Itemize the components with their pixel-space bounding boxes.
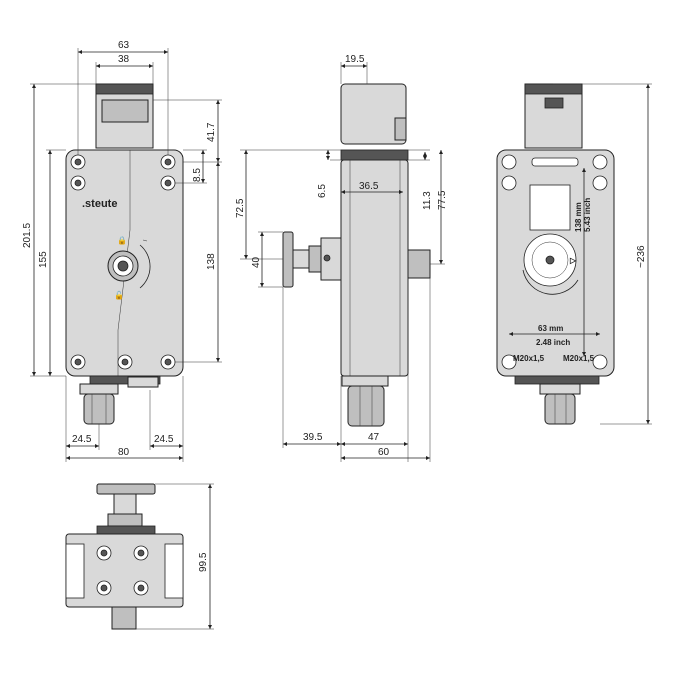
screw-icon	[70, 154, 176, 370]
svg-text:38: 38	[118, 54, 130, 65]
svg-text:80: 80	[118, 447, 130, 458]
bottom-view: 99.5	[65, 483, 214, 630]
svg-text:63 mm: 63 mm	[538, 324, 563, 333]
svg-text:8.5: 8.5	[192, 168, 203, 182]
side-head	[340, 83, 407, 145]
svg-text:5.43 inch: 5.43 inch	[583, 198, 592, 232]
handle-icon	[282, 231, 342, 288]
svg-text:138: 138	[206, 253, 217, 270]
svg-text:77.5: 77.5	[437, 190, 448, 210]
svg-text:M20x1,5: M20x1,5	[513, 354, 545, 363]
back-head	[524, 83, 583, 149]
svg-text:72.5: 72.5	[235, 198, 246, 218]
svg-text:M20x1,5: M20x1,5	[563, 354, 595, 363]
back-view: ▷ 138 mm 5.43 inch 63 mm 2.48 inch M20x1…	[496, 83, 652, 425]
svg-text:~236: ~236	[636, 245, 647, 268]
svg-text:19.5: 19.5	[345, 54, 365, 65]
screw-icon	[96, 545, 149, 596]
rotary-cam-icon: ▷	[522, 233, 579, 295]
svg-text:155: 155	[38, 251, 49, 268]
svg-text:11.3: 11.3	[422, 191, 433, 210]
svg-text:2.48 inch: 2.48 inch	[536, 338, 570, 347]
brand-logo: .steute	[82, 198, 117, 210]
release-knob-icon: 🔒 🔓	[107, 236, 151, 300]
svg-text:47: 47	[368, 432, 380, 443]
svg-text:138 mm: 138 mm	[574, 202, 583, 232]
svg-text:99.5: 99.5	[198, 552, 209, 572]
svg-text:201.5: 201.5	[22, 223, 33, 248]
svg-text:60: 60	[378, 447, 390, 458]
svg-text:🔒: 🔒	[117, 236, 127, 245]
front-view: .steute 🔒 🔓 63 38	[22, 40, 222, 462]
side-view: 19.5 6.5 36.5 72.5 40 11.3 77.5 39.5 47 …	[235, 54, 448, 462]
svg-text:24.5: 24.5	[154, 434, 174, 445]
svg-text:39.5: 39.5	[303, 432, 323, 443]
svg-text:6.5: 6.5	[317, 184, 328, 198]
svg-text:41.7: 41.7	[206, 122, 217, 142]
mounting-hole-icon	[501, 154, 608, 370]
svg-text:40: 40	[251, 256, 262, 268]
svg-text:🔓: 🔓	[114, 290, 124, 300]
svg-text:36.5: 36.5	[359, 181, 379, 192]
svg-text:24.5: 24.5	[72, 434, 92, 445]
svg-text:63: 63	[118, 40, 130, 51]
svg-text:▷: ▷	[569, 256, 577, 265]
cable-gland-icon	[79, 383, 119, 425]
